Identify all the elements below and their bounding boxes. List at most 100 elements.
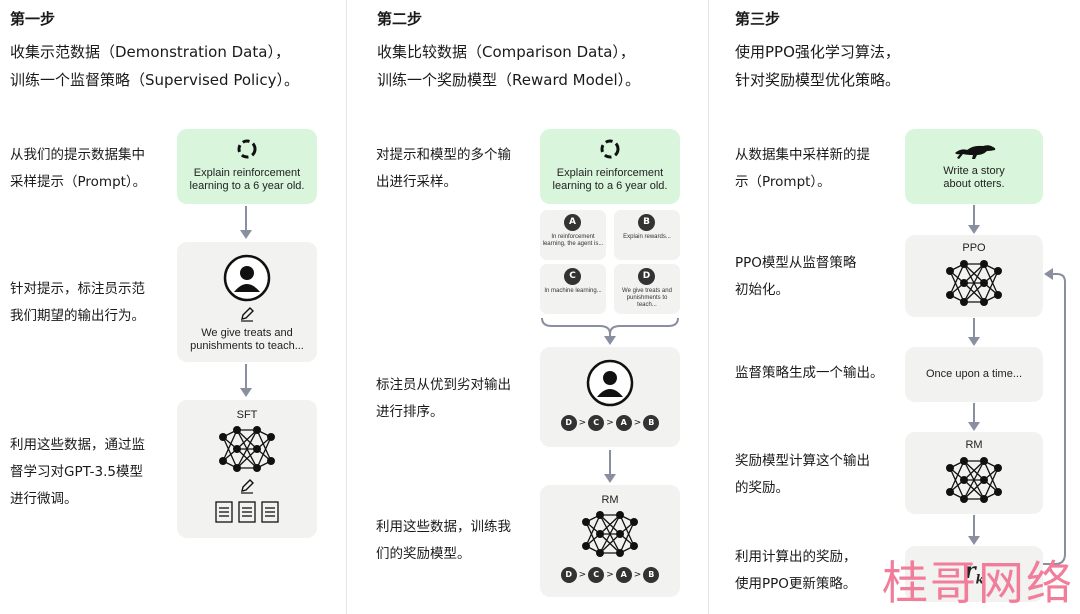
desc-line: PPO模型从监督策略	[735, 255, 857, 271]
nn-edge	[963, 479, 985, 500]
desc-line: 采样提示（Prompt）。	[10, 174, 147, 190]
step1-column: 第一步 收集示范数据（Demonstration Data）， 训练一个监督策略…	[0, 0, 346, 614]
step1-desc-demo: 针对提示，标注员示范 我们期望的输出行为。	[10, 276, 145, 330]
flow-arrow	[240, 364, 252, 397]
desc-line: 进行排序。	[376, 404, 444, 420]
desc-line: 督学习对GPT-3.5模型	[10, 464, 143, 480]
output-card-c: C In machine learning...	[540, 264, 606, 314]
nn-edge	[222, 429, 238, 462]
loop-icon	[237, 139, 257, 159]
nn-edge	[222, 436, 238, 469]
nn-node	[994, 291, 1002, 299]
model-label: RM	[601, 494, 619, 506]
model-label: RM	[965, 439, 983, 451]
column-divider	[708, 0, 709, 614]
nn-node	[980, 279, 988, 287]
nn-node	[980, 457, 988, 465]
desc-line: 初始化。	[735, 282, 789, 298]
brace-connector	[541, 317, 679, 345]
output-card-d: D We give treats and punishments to teac…	[614, 264, 680, 314]
prompt-text: Write a story about otters.	[943, 165, 1005, 190]
nn-node	[219, 457, 227, 465]
step2-desc-rank: 标注员从优到劣对输出 进行排序。	[376, 372, 511, 426]
otter-icon	[955, 145, 996, 159]
nn-node	[219, 433, 227, 441]
nn-edge	[236, 429, 258, 450]
nn-node	[267, 433, 275, 441]
step3-intro: 使用PPO强化学习算法， 针对奖励模型优化策略。	[735, 38, 900, 94]
desc-line: 针对提示，标注员示范	[10, 281, 145, 297]
desc-line: 我们期望的输出行为。	[10, 308, 145, 324]
step3-desc-update: 利用计算出的奖励， 使用PPO更新策略。	[735, 544, 857, 598]
desc-line: 利用这些数据，训练我	[376, 519, 511, 535]
nn-edge	[256, 429, 272, 462]
prompt-card: Explain reinforcement learning to a 6 ye…	[540, 129, 680, 204]
step2-desc-train: 利用这些数据，训练我 们的奖励模型。	[376, 514, 511, 568]
flow-arrow	[968, 403, 980, 431]
output-card-b: B Explain rewards...	[614, 210, 680, 260]
ranking-order: D>C>A>B	[540, 567, 680, 583]
rank-item: D	[560, 567, 577, 583]
step3-intro-line: 针对奖励模型优化策略。	[735, 71, 901, 89]
output-text: In machine learning...	[544, 288, 602, 294]
output-card-a: A In reinforcement learning, the agent i…	[540, 210, 606, 260]
nn-node	[596, 530, 604, 538]
flow-arrow	[240, 206, 252, 239]
step2-title: 第二步	[377, 10, 423, 28]
step2-intro-line: 收集比较数据（Comparison Data），	[377, 43, 635, 61]
output-letter: C	[564, 268, 581, 285]
documents-icon	[215, 501, 279, 523]
desc-line: 利用这些数据，通过监	[10, 437, 145, 453]
nn-node	[960, 476, 968, 484]
neural-network-icon	[946, 260, 1002, 306]
nn-node	[960, 260, 968, 268]
rank-item: D	[560, 415, 577, 431]
reward-model-card: RM	[905, 432, 1043, 514]
neural-network-icon	[582, 511, 638, 557]
nn-edge	[963, 263, 985, 284]
output-text: In reinforcement learning, the agent is.…	[542, 234, 604, 247]
output-text: Once upon a time...	[926, 368, 1022, 380]
desc-line: 们的奖励模型。	[376, 546, 471, 562]
nn-edge	[585, 521, 601, 554]
step2-intro-line: 训练一个奖励模型（Reward Model）。	[377, 71, 641, 89]
ppo-model-card: PPO	[905, 235, 1043, 317]
nn-edge	[599, 533, 621, 554]
nn-node	[616, 530, 624, 538]
flow-arrow	[968, 515, 980, 545]
nn-edge	[963, 460, 985, 500]
nn-edge	[983, 270, 999, 303]
nn-edge	[599, 514, 621, 535]
nn-edge	[949, 270, 965, 303]
nn-node	[960, 495, 968, 503]
nn-edge	[236, 448, 258, 469]
desc-line: 从数据集中采样新的提	[735, 147, 870, 163]
nn-node	[994, 488, 1002, 496]
rank-item: A	[615, 567, 632, 583]
nn-edge	[983, 263, 999, 296]
column-divider	[346, 0, 347, 614]
step3-title: 第三步	[735, 10, 781, 28]
sft-model-card: SFT	[177, 400, 317, 538]
step2-intro: 收集比较数据（Comparison Data）， 训练一个奖励模型（Reward…	[377, 38, 640, 94]
step3-column: 第三步 使用PPO强化学习算法， 针对奖励模型优化策略。 从数据集中采样新的提 …	[709, 0, 1080, 614]
pencil-icon	[241, 479, 254, 494]
step1-intro-line: 收集示范数据（Demonstration Data），	[10, 43, 290, 61]
nn-edge	[949, 263, 965, 296]
step2-column: 第二步 收集比较数据（Comparison Data）， 训练一个奖励模型（Re…	[347, 0, 708, 614]
prompt-card: Write a story about otters.	[905, 129, 1043, 204]
demonstration-card: We give treats and punishments to teach.…	[177, 242, 317, 362]
desc-line: 标注员从优到劣对输出	[376, 377, 511, 393]
desc-line: 从我们的提示数据集中	[10, 147, 145, 163]
nn-edge	[599, 514, 621, 554]
nn-node	[960, 298, 968, 306]
flow-arrow	[968, 205, 980, 234]
nn-edge	[963, 263, 985, 303]
reward-model-card: RM D>C>A>B	[540, 485, 680, 597]
step2-desc-sample: 对提示和模型的多个输 出进行采样。	[376, 142, 511, 196]
output-letter: D	[638, 268, 655, 285]
nn-node	[616, 511, 624, 519]
nn-node	[596, 511, 604, 519]
neural-network-icon	[219, 426, 275, 472]
rank-item: C	[588, 415, 605, 431]
